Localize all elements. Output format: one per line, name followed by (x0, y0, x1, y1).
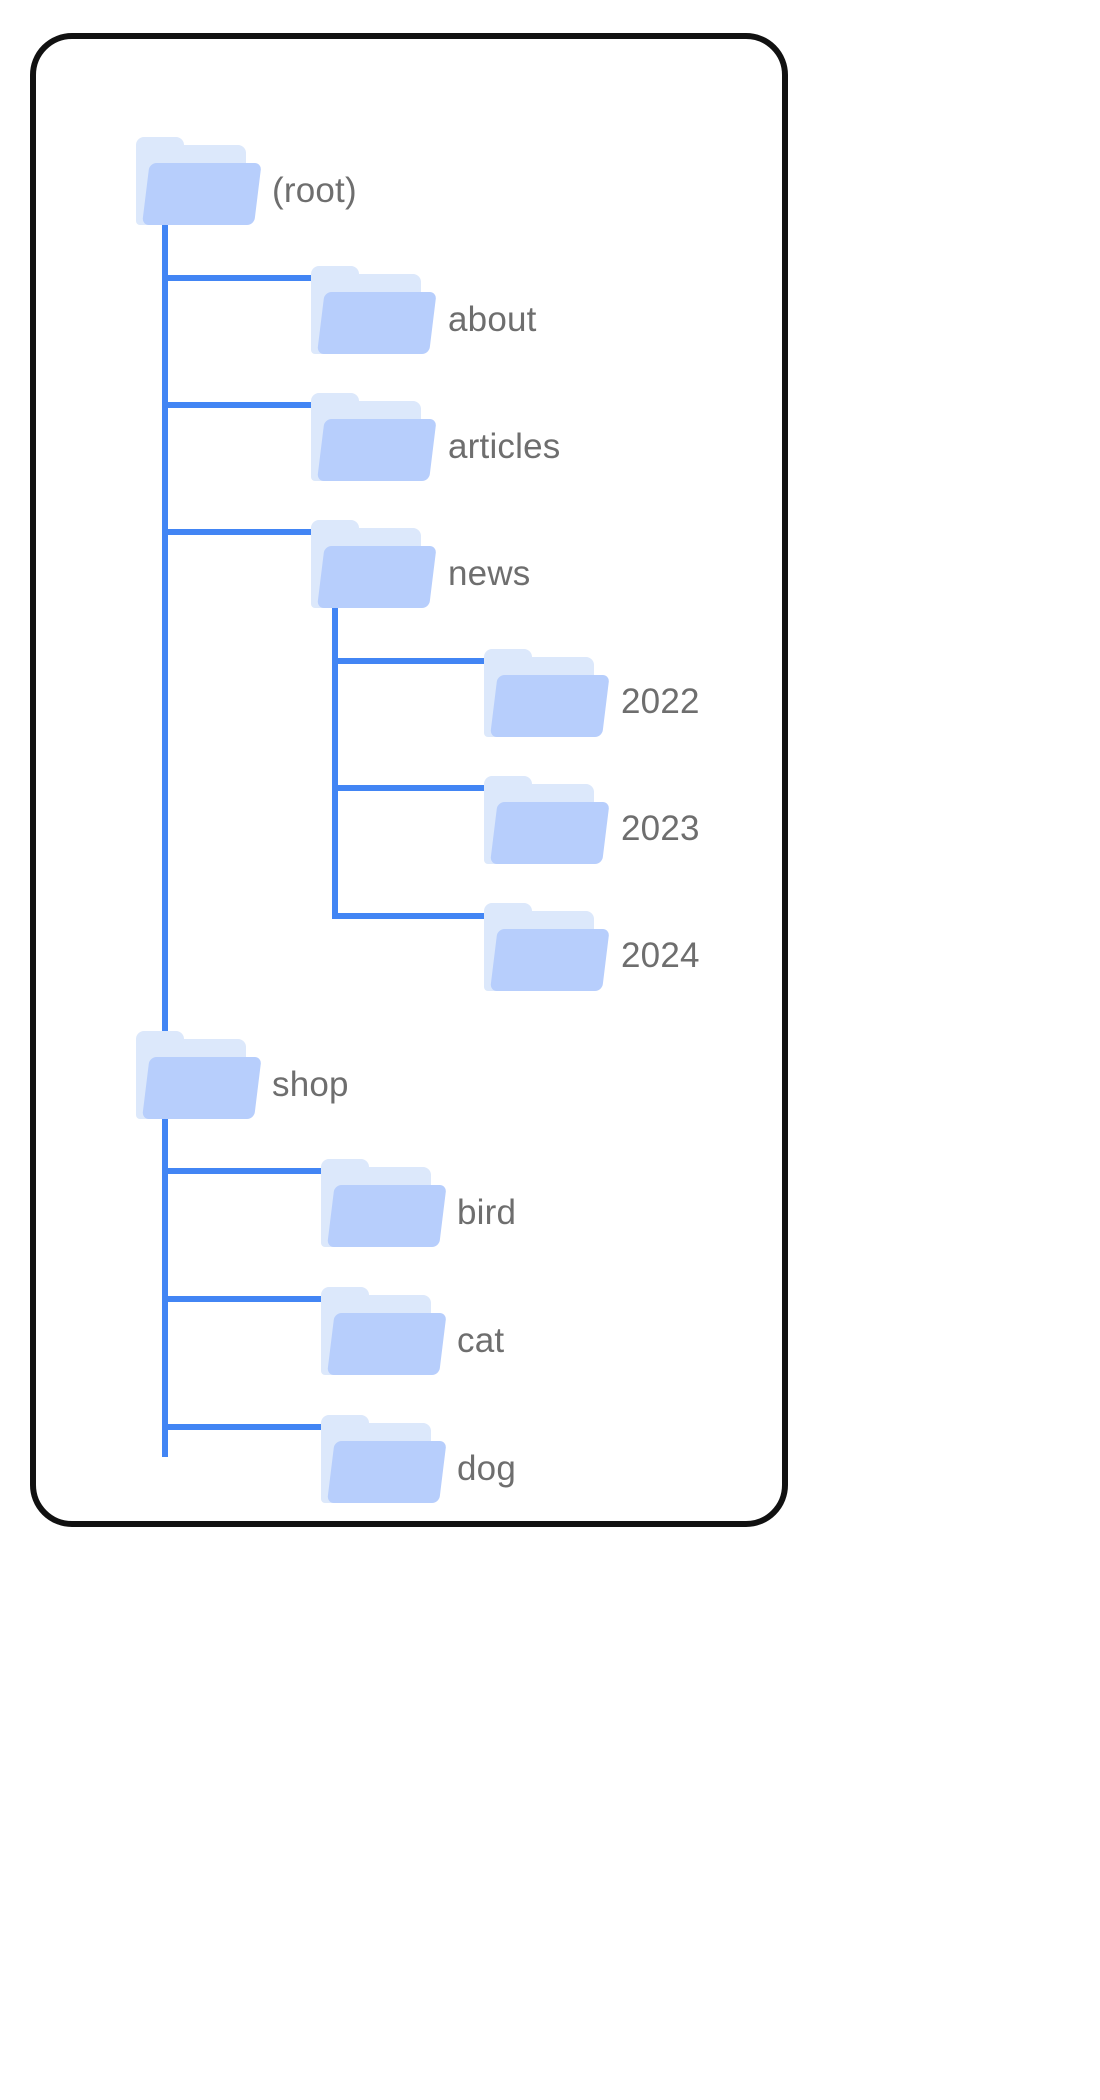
folder-icon (484, 776, 610, 868)
folder-icon (321, 1415, 447, 1507)
folder-front (327, 1441, 447, 1503)
folder-icon (136, 1031, 262, 1123)
tree-node-label-cat: cat (457, 1321, 505, 1360)
edge-news-2024 (332, 913, 495, 919)
folder-icon (311, 393, 437, 485)
tree-node-dog[interactable] (321, 1415, 447, 1507)
tree-node-label-about: about (448, 300, 537, 339)
folder-front (142, 163, 262, 225)
tree-node-label-root: (root) (272, 171, 357, 210)
diagram-card: (root) about articles (30, 33, 788, 1527)
edge-shop-cat (162, 1296, 332, 1302)
edge-news-spine (332, 574, 338, 919)
folder-front (317, 419, 437, 481)
edge-shop-bird (162, 1168, 332, 1174)
tree-node-root[interactable] (136, 137, 262, 229)
tree-node-label-shop: shop (272, 1065, 349, 1104)
tree-node-label-2023: 2023 (621, 809, 700, 848)
tree-node-label-2024: 2024 (621, 936, 700, 975)
edge-root-articles (162, 402, 322, 408)
folder-icon (311, 520, 437, 612)
folder-front (142, 1057, 262, 1119)
tree-node-2022[interactable] (484, 649, 610, 741)
folder-icon (136, 137, 262, 229)
folder-front (490, 929, 610, 991)
tree-node-label-bird: bird (457, 1193, 517, 1232)
tree-node-articles[interactable] (311, 393, 437, 485)
edge-shop-dog (162, 1424, 332, 1430)
folder-icon (321, 1159, 447, 1251)
folder-front (317, 546, 437, 608)
tree-node-news[interactable] (311, 520, 437, 612)
tree-node-label-dog: dog (457, 1449, 516, 1488)
tree-node-label-articles: articles (448, 427, 561, 466)
tree-node-2023[interactable] (484, 776, 610, 868)
tree-node-about[interactable] (311, 266, 437, 358)
folder-front (490, 675, 610, 737)
folder-front (317, 292, 437, 354)
folder-front (327, 1313, 447, 1375)
tree-node-bird[interactable] (321, 1159, 447, 1251)
folder-icon (311, 266, 437, 358)
folder-front (327, 1185, 447, 1247)
edge-root-spine (162, 191, 168, 1457)
edge-root-news (162, 529, 322, 535)
folder-icon (321, 1287, 447, 1379)
tree-node-label-2022: 2022 (621, 682, 700, 721)
folder-icon (484, 903, 610, 995)
edge-news-2023 (332, 785, 495, 791)
tree-node-shop[interactable] (136, 1031, 262, 1123)
edge-root-about (162, 275, 322, 281)
edge-news-2022 (332, 658, 495, 664)
folder-icon (484, 649, 610, 741)
folder-front (490, 802, 610, 864)
tree-node-2024[interactable] (484, 903, 610, 995)
tree-node-cat[interactable] (321, 1287, 447, 1379)
tree-surface: (root) about articles (36, 39, 782, 1521)
tree-node-label-news: news (448, 554, 531, 593)
